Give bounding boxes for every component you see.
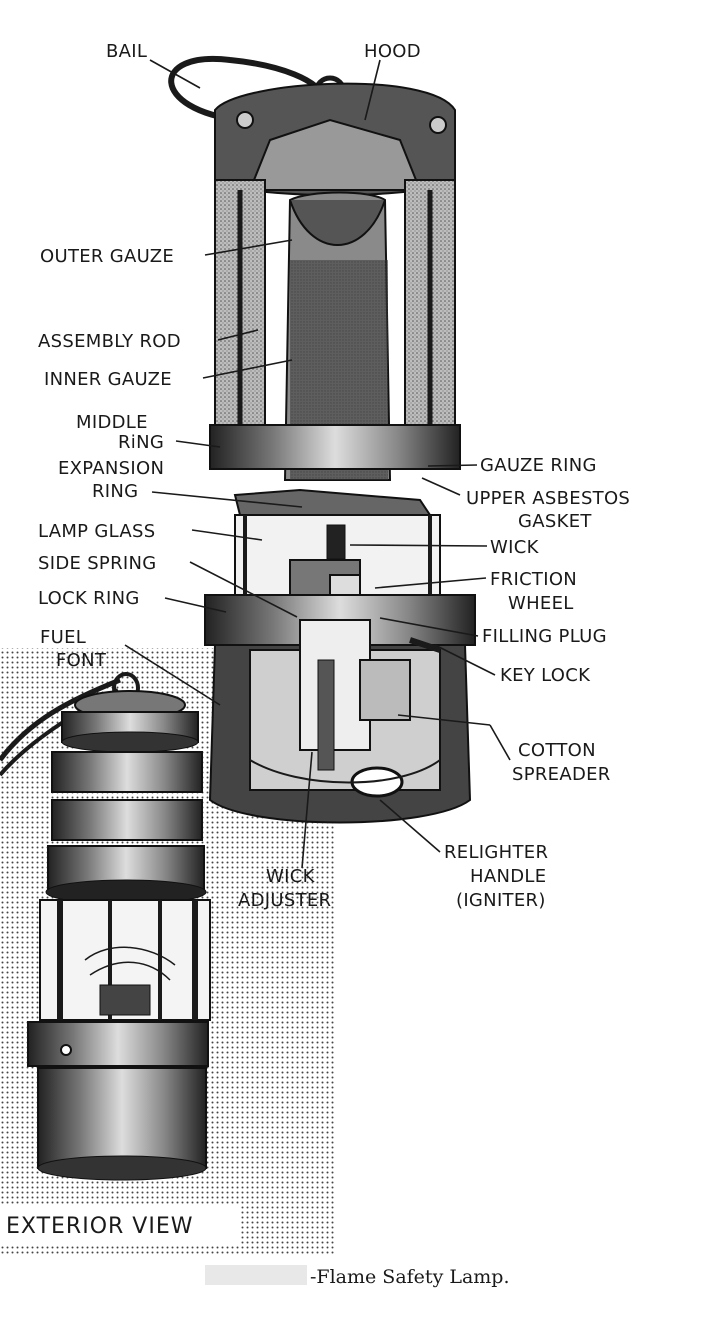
leader-side-spring: [189, 561, 298, 618]
leader-inner-gauze: [202, 359, 293, 379]
label-relighter-line1: RELIGHTER: [444, 842, 548, 863]
label-side-spring: SIDE SPRING: [38, 553, 157, 574]
leader-wick-adjuster: [301, 751, 313, 869]
leader-assembly-rod: [217, 329, 259, 341]
label-bail: BAIL: [106, 41, 147, 62]
exterior-view-label-box: [0, 1206, 240, 1246]
label-key-lock: KEY LOCK: [500, 665, 591, 686]
label-cotton-spreader-line1: COTTON: [518, 740, 596, 761]
leader-key-lock: [434, 644, 496, 676]
leader-cotton-spreader-2: [397, 714, 491, 726]
label-middle-ring-line2: RiNG: [118, 432, 164, 453]
label-fuel-font-line1: FUEL: [40, 627, 86, 648]
label-friction-wheel-line1: FRICTION: [490, 569, 577, 590]
bail-wire: [168, 55, 328, 123]
label-lamp-glass: LAMP GLASS: [38, 521, 155, 542]
caption-text: -Flame Safety Lamp.: [310, 1266, 510, 1288]
leader-cotton-spreader: [489, 724, 511, 761]
leader-wick: [349, 544, 488, 547]
exterior-view-label: EXTERIOR VIEW: [6, 1214, 194, 1239]
leader-lock-ring: [164, 597, 227, 613]
label-upper-asbestos-gasket-line1: UPPER ASBESTOS: [466, 488, 630, 509]
label-wick-adjuster-line2: ADJUSTER: [238, 890, 331, 911]
part-labels: BAIL HOOD OUTER GAUZE ASSEMBLY ROD INNER…: [38, 41, 630, 911]
middle-ring: [209, 424, 461, 470]
label-relighter-line3: (IGNITER): [456, 890, 546, 911]
label-friction-wheel-line2: WHEEL: [508, 593, 574, 614]
leader-hood: [364, 59, 381, 121]
cutaway-lamp-illustration: [168, 55, 476, 824]
leader-upper-asbestos-gasket: [421, 477, 461, 496]
label-gauze-ring: GAUZE RING: [480, 455, 597, 476]
label-outer-gauze: OUTER GAUZE: [40, 246, 174, 267]
label-expansion-ring-line2: RING: [92, 481, 138, 502]
label-cotton-spreader-line2: SPREADER: [512, 764, 611, 785]
leader-outer-gauze: [204, 239, 293, 256]
label-wick-adjuster-line1: WICK: [266, 866, 316, 887]
label-filling-plug: FILLING PLUG: [482, 626, 607, 647]
label-inner-gauze: INNER GAUZE: [44, 369, 172, 390]
label-relighter-line2: HANDLE: [470, 866, 546, 887]
leader-lines: [124, 59, 511, 869]
label-hood: HOOD: [364, 41, 421, 62]
leader-expansion-ring: [151, 491, 303, 508]
leader-middle-ring: [175, 440, 221, 448]
label-upper-asbestos-gasket-line2: GASKET: [518, 511, 592, 532]
leader-friction-wheel: [374, 577, 487, 589]
leader-fuel-font: [124, 644, 221, 706]
leader-filling-plug: [379, 617, 479, 637]
exterior-lamp-illustration: [0, 672, 211, 1181]
label-expansion-ring-line1: EXPANSION: [58, 458, 164, 479]
leader-relighter-handle: [379, 799, 441, 853]
leader-bail: [149, 59, 201, 89]
label-lock-ring: LOCK RING: [38, 588, 140, 609]
label-fuel-font-line2: FONT: [56, 650, 107, 671]
leader-gauze-ring: [427, 464, 478, 467]
label-assembly-rod: ASSEMBLY ROD: [38, 331, 181, 352]
caption-faded-figure-number: [205, 1265, 307, 1285]
figure-caption: -Flame Safety Lamp.: [205, 1265, 510, 1288]
leader-lamp-glass: [191, 529, 263, 541]
label-wick: WICK: [490, 537, 540, 558]
label-middle-ring-line1: MIDDLE: [76, 412, 148, 433]
